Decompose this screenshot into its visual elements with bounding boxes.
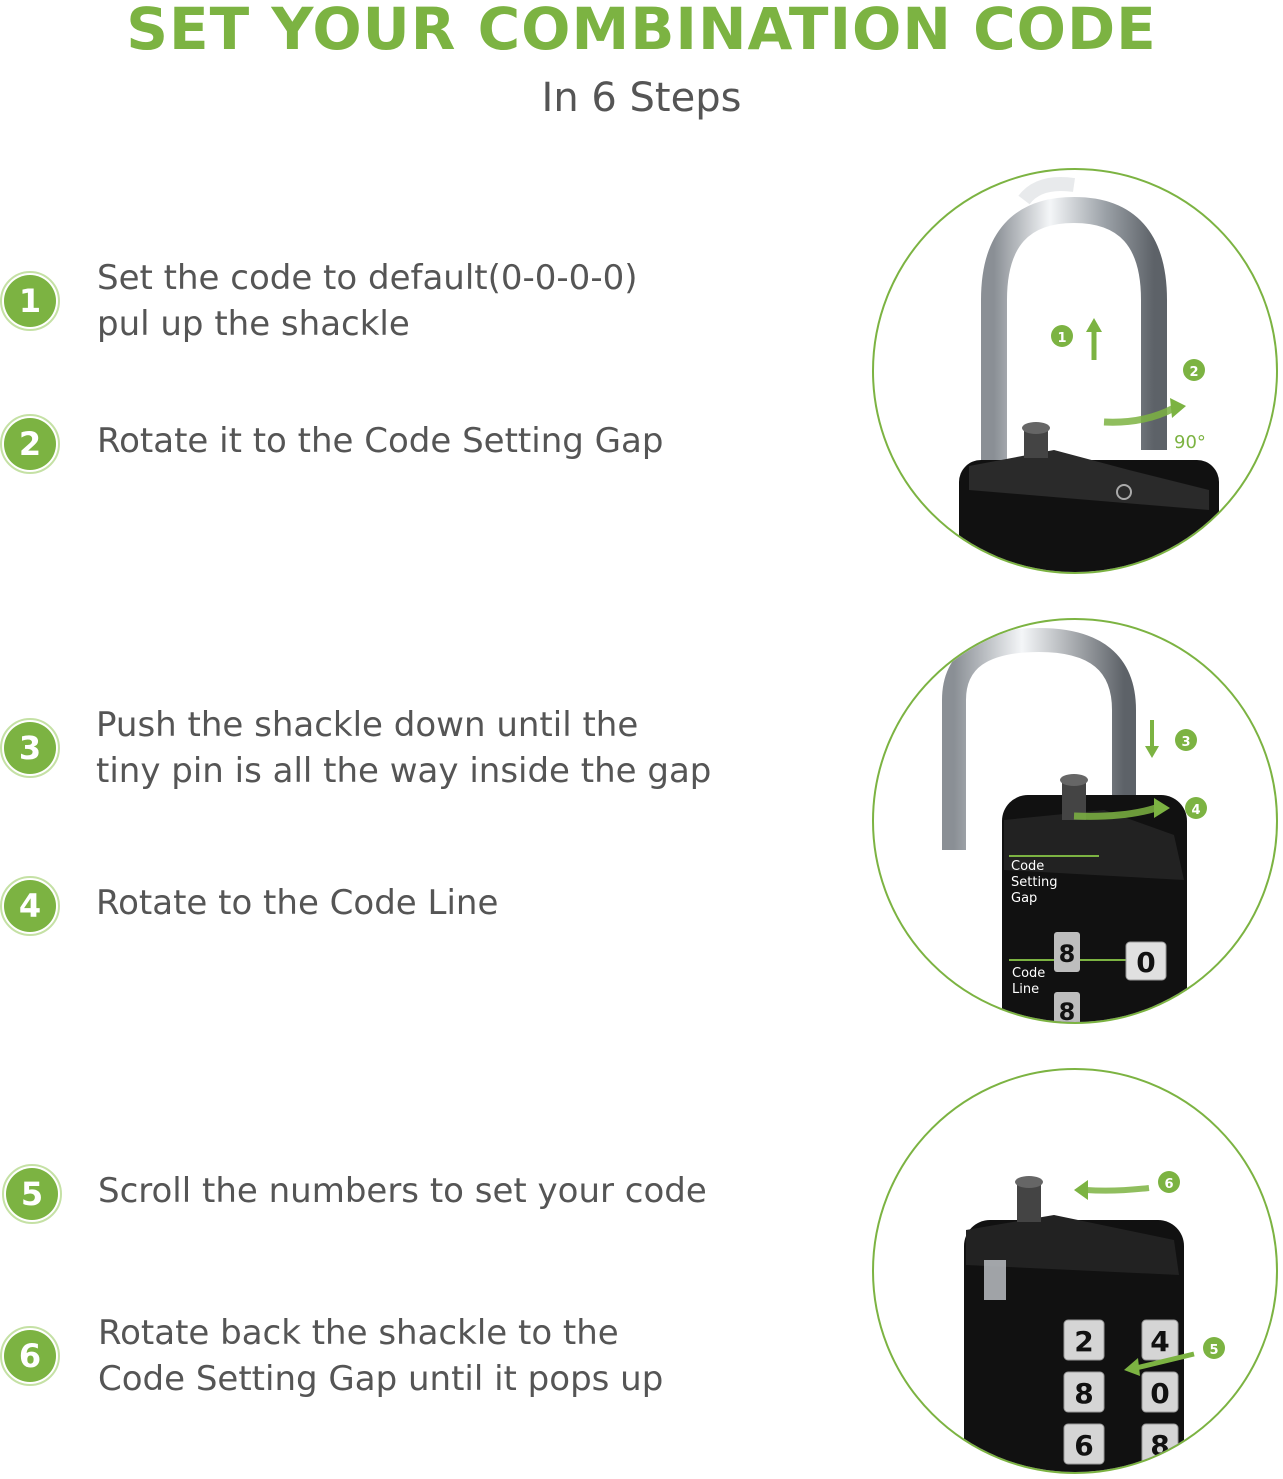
- dial-row: 2 4: [1063, 1319, 1179, 1361]
- dial-row: 8 0: [1063, 1371, 1179, 1413]
- step-text-line: Rotate to the Code Line: [96, 883, 499, 923]
- step-number-badge: 5: [2, 1164, 62, 1224]
- dial-wheel: [1054, 992, 1080, 1022]
- angle-label: 90°: [1174, 432, 1206, 453]
- marker-badge: [1175, 729, 1197, 751]
- step-text: Rotate back the shackle to the Code Sett…: [98, 1310, 663, 1402]
- marker-label: 5: [1209, 1343, 1218, 1358]
- dial-wheel: [1125, 941, 1167, 981]
- step-text-line: Scroll the numbers to set your code: [98, 1171, 707, 1211]
- dial-digit: 8: [1059, 940, 1076, 968]
- marker-label: 1: [1057, 331, 1066, 346]
- step-number-badge: 2: [0, 414, 60, 474]
- dial-digit: 8: [1150, 1429, 1169, 1462]
- step-text-line: Push the shackle down until the: [96, 705, 639, 745]
- step-text: Rotate to the Code Line: [96, 880, 498, 926]
- step-4: 4 Rotate to the Code Line: [0, 876, 800, 1000]
- illustration-step-3-4: Code Setting Gap Code Line 0 8 8 3 4: [872, 618, 1278, 1024]
- arrow-up-icon: [1086, 318, 1102, 360]
- step-number-badge: 1: [0, 271, 60, 331]
- page-subtitle: In 6 Steps: [541, 75, 742, 121]
- dial-digit: 2: [1074, 1325, 1093, 1358]
- marker-badge: [1185, 797, 1207, 819]
- step-text-line: Rotate back the shackle to the: [98, 1313, 619, 1353]
- marker-badge: [1051, 325, 1073, 347]
- page-title: SET YOUR COMBINATION CODE: [126, 0, 1157, 63]
- rotate-arrow-icon: [1073, 798, 1170, 820]
- code-setting-gap-label: Code: [1011, 859, 1044, 874]
- dial-digit: 0: [1150, 1377, 1169, 1410]
- marker-badge: [1183, 359, 1205, 381]
- marker-label: 4: [1191, 803, 1200, 818]
- step-1: 1 Set the code to default(0-0-0-0) pul u…: [0, 255, 800, 375]
- code-setting-gap-label: Setting: [1011, 875, 1058, 890]
- code-setting-gap-label: Gap: [1011, 891, 1037, 906]
- step-number-badge: 6: [0, 1326, 60, 1386]
- step-text-line: pul up the shackle: [97, 304, 410, 344]
- step-text: Scroll the numbers to set your code: [98, 1168, 707, 1214]
- padlock-shackle-up-image: 1 2 90°: [959, 177, 1219, 572]
- rotate-arrow-icon: [1103, 398, 1186, 426]
- step-6: 6 Rotate back the shackle to the Code Se…: [0, 1310, 800, 1430]
- illustration-step-1-2: 1 2 90°: [872, 168, 1278, 574]
- step-text: Rotate it to the Code Setting Gap: [97, 418, 663, 464]
- marker-badge: [1203, 1337, 1225, 1359]
- step-number-badge: 3: [0, 718, 60, 778]
- marker-label: 6: [1164, 1177, 1173, 1192]
- marker-badge: [1158, 1171, 1180, 1193]
- dial-digit: 4: [1150, 1325, 1169, 1358]
- arrow-left-icon: [1124, 1351, 1195, 1376]
- step-5: 5 Scroll the numbers to set your code: [0, 1164, 800, 1288]
- illustration-step-5-6: 2 4 8 0 6 8 6 5: [872, 1068, 1278, 1474]
- dial-digit: 0: [1136, 946, 1155, 979]
- step-3: 3 Push the shackle down until the tiny p…: [0, 702, 800, 822]
- dial-row: 6 8: [1063, 1423, 1179, 1465]
- step-text: Push the shackle down until the tiny pin…: [96, 702, 711, 794]
- arrow-down-icon: [1145, 720, 1159, 758]
- step-text-line: Set the code to default(0-0-0-0): [97, 258, 638, 298]
- arrow-left-icon: [1074, 1180, 1150, 1200]
- marker-label: 2: [1189, 365, 1198, 380]
- step-text-line: tiny pin is all the way inside the gap: [96, 751, 712, 791]
- step-text-line: Rotate it to the Code Setting Gap: [97, 421, 664, 461]
- step-2: 2 Rotate it to the Code Setting Gap: [0, 414, 800, 538]
- step-text-line: Code Setting Gap until it pops up: [98, 1359, 664, 1399]
- marker-label: 3: [1181, 735, 1190, 750]
- dial-digit: 8: [1059, 998, 1076, 1024]
- dial-wheel: [1054, 932, 1080, 972]
- padlock-code-gap-image: Code Setting Gap Code Line 0 8 8 3 4: [942, 627, 1207, 1024]
- code-line-label: Line: [1012, 982, 1039, 997]
- step-text: Set the code to default(0-0-0-0) pul up …: [97, 255, 637, 347]
- padlock-dial-image: 2 4 8 0 6 8 6 5: [964, 1070, 1225, 1472]
- dial-digit: 6: [1074, 1429, 1093, 1462]
- dial-digit: 8: [1074, 1377, 1093, 1410]
- step-number-badge: 4: [0, 876, 60, 936]
- code-line-label: Code: [1012, 966, 1045, 981]
